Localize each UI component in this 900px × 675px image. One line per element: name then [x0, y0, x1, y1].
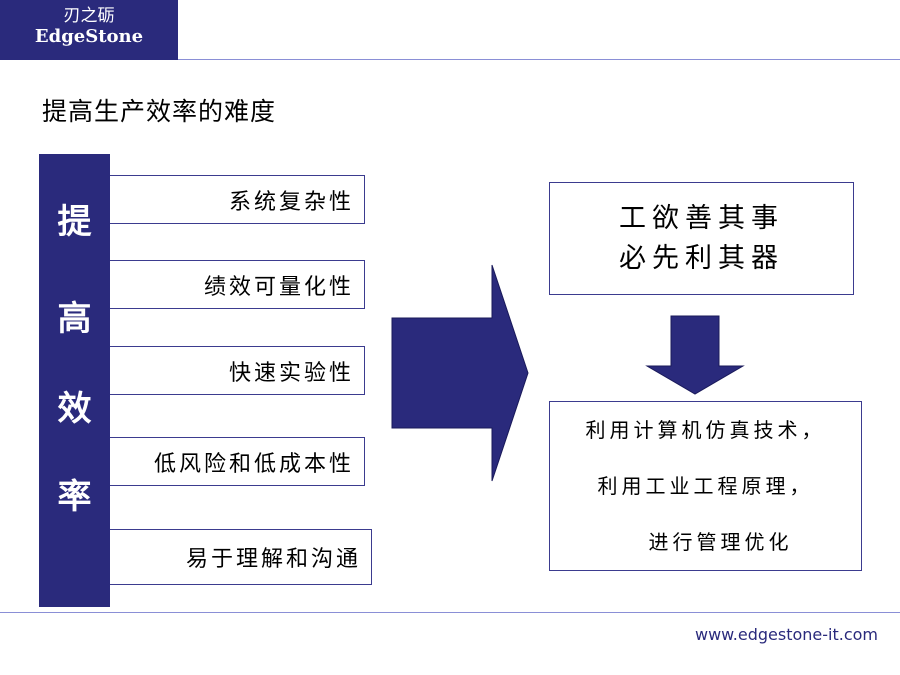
- solution-line: 进行管理优化: [648, 530, 793, 554]
- down-arrow-icon: [645, 315, 745, 395]
- footer-rule: [0, 612, 900, 613]
- vertical-label-bar: 提 高 效 率: [39, 154, 110, 607]
- item-box: 绩效可量化性: [110, 260, 365, 309]
- proverb-line: 必先利其器: [619, 242, 784, 274]
- vertical-char: 高: [57, 299, 92, 339]
- logo-english: EdgeStone: [34, 26, 144, 47]
- item-label: 易于理解和沟通: [185, 547, 361, 572]
- proverb-box: 工欲善其事 必先利其器: [549, 182, 854, 295]
- footer-url: www.edgestone-it.com: [694, 625, 878, 644]
- vertical-char: 效: [57, 389, 92, 429]
- item-box: 系统复杂性: [110, 175, 365, 224]
- vertical-char: 提: [57, 202, 92, 242]
- logo: 刃之砺 EdgeStone: [0, 0, 178, 60]
- vertical-char: 率: [57, 477, 92, 517]
- item-label: 快速实验性: [228, 360, 354, 386]
- page-title: 提高生产效率的难度: [42, 97, 277, 126]
- logo-chinese: 刃之砺: [63, 6, 115, 26]
- solution-line: 利用计算机仿真技术，: [585, 418, 826, 442]
- solution-line: 利用工业工程原理，: [597, 474, 814, 498]
- item-box: 低风险和低成本性: [110, 437, 365, 486]
- solution-box: 利用计算机仿真技术， 利用工业工程原理， 进行管理优化: [549, 401, 862, 571]
- item-box: 快速实验性: [110, 346, 365, 395]
- header-rule: [178, 59, 900, 60]
- item-label: 低风险和低成本性: [153, 451, 354, 477]
- item-label: 系统复杂性: [228, 189, 354, 215]
- right-arrow-icon: [391, 264, 529, 482]
- item-label: 绩效可量化性: [203, 274, 354, 300]
- proverb-line: 工欲善其事: [619, 202, 784, 234]
- item-box: 易于理解和沟通: [110, 529, 372, 585]
